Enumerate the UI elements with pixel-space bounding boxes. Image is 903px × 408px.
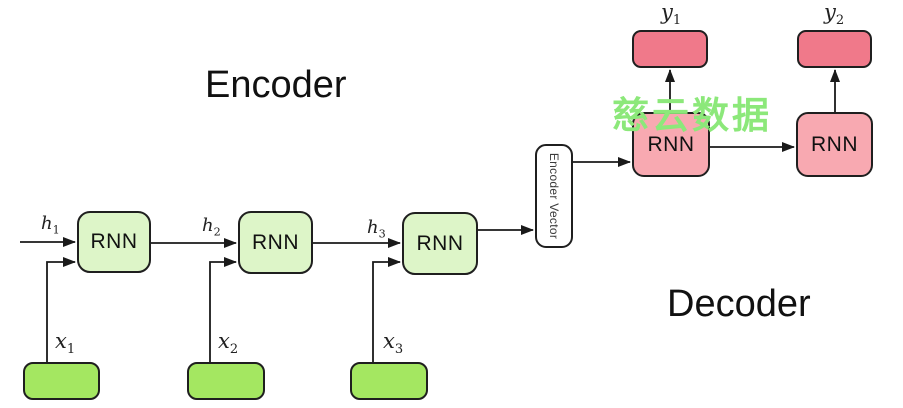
encoder-vector-box: Encoder Vector xyxy=(535,144,573,248)
input-label-x2: x2 xyxy=(218,329,238,357)
decoder-rnn-label-2: RNN xyxy=(811,132,858,156)
output-label-y2: y2 xyxy=(824,0,844,28)
y2-base: y xyxy=(824,0,836,24)
output-label-y1: y1 xyxy=(661,0,681,28)
input-label-x3: x3 xyxy=(383,329,403,357)
input-label-x1: x1 xyxy=(55,329,75,357)
x1-sub: 1 xyxy=(66,342,76,358)
watermark-text: 慈云数据 xyxy=(612,95,772,136)
encoder-rnn-label-2: RNN xyxy=(252,230,299,254)
hidden-state-label-h1: h1 xyxy=(41,213,60,236)
y1-sub: 1 xyxy=(672,13,682,29)
hidden-state-label-h2: h2 xyxy=(202,215,221,238)
h3-base: h xyxy=(367,217,379,238)
x2-base: x xyxy=(218,329,230,353)
encoder-title: Encoder xyxy=(205,64,347,106)
output-box-y1 xyxy=(632,30,708,68)
h2-base: h xyxy=(202,215,214,236)
x2-sub: 2 xyxy=(229,342,239,358)
x3-sub: 3 xyxy=(394,342,404,358)
y1-base: y xyxy=(661,0,673,24)
encoder-rnn-box-3: RNN xyxy=(402,212,478,275)
encoder-rnn-box-1: RNN xyxy=(77,211,151,273)
decoder-rnn-box-1: RNN xyxy=(632,112,710,177)
input-box-x2 xyxy=(187,362,265,400)
h1-base: h xyxy=(41,213,53,234)
x3-base: x xyxy=(383,329,395,353)
hidden-state-label-h3: h3 xyxy=(367,217,386,240)
y2-sub: 2 xyxy=(835,13,845,29)
input-box-x3 xyxy=(350,362,428,400)
decoder-title: Decoder xyxy=(667,283,811,325)
input-box-x1 xyxy=(23,362,100,400)
encoder-vector-label: Encoder Vector xyxy=(547,152,561,240)
output-box-y2 xyxy=(797,30,872,68)
encoder-rnn-label-3: RNN xyxy=(416,231,464,255)
encoder-rnn-box-2: RNN xyxy=(238,211,313,274)
h1-sub: 1 xyxy=(52,223,60,237)
x1-base: x xyxy=(55,329,67,353)
decoder-rnn-label-1: RNN xyxy=(647,132,695,156)
encoder-rnn-label-1: RNN xyxy=(90,230,138,253)
decoder-rnn-box-2: RNN xyxy=(796,112,873,177)
h3-sub: 3 xyxy=(378,227,386,241)
h2-sub: 2 xyxy=(213,225,221,239)
